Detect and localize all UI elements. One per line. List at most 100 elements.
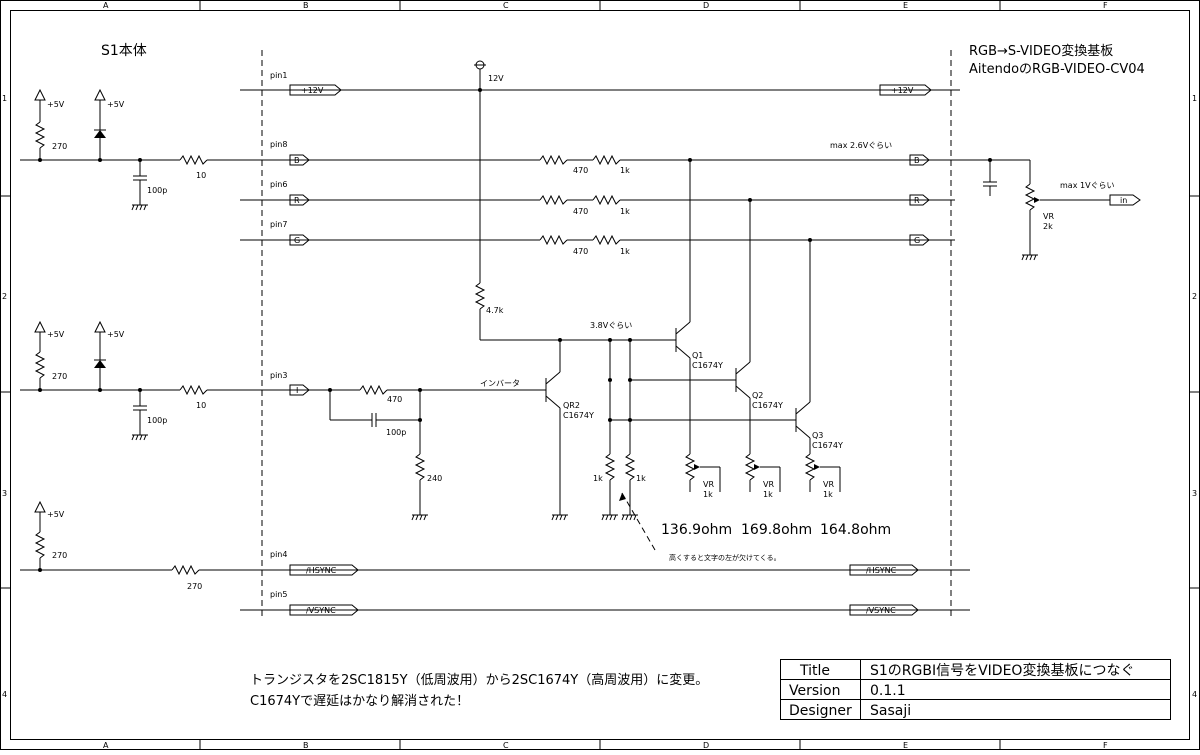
net-flag-12v-right xyxy=(879,84,932,96)
title-value: S1のRGBI信号をVIDEO変換基板につなぐ xyxy=(870,662,1134,679)
power-5v-symbol-5 xyxy=(34,500,46,513)
net-b-right-text: B xyxy=(914,156,920,165)
resistor-1k-b xyxy=(592,154,621,166)
net-hsync-right-text: /HSYNC xyxy=(866,566,897,575)
row-label-left-4: 4 xyxy=(2,690,7,699)
resistor-470-b-value: 470 xyxy=(573,166,588,175)
q3-stage: Q3 C1674Y VR 1k 164.8ohm xyxy=(795,240,891,538)
col-label-bottom-d: D xyxy=(703,741,709,750)
qr2-label: QR2 xyxy=(563,401,580,410)
frame-column-labels: A B C D E F A B C D E F xyxy=(103,1,1108,750)
net-vsync-left-text: /VSYNC xyxy=(306,606,336,615)
vr-q3-label: VR xyxy=(823,480,834,489)
right-board-subtitle: AitendoのRGB-VIDEO-CV04 xyxy=(969,62,1145,77)
net-flag-b-right xyxy=(909,154,930,166)
resistor-470-r-value: 470 xyxy=(573,207,588,216)
variable-resistor-2k xyxy=(1024,183,1036,211)
col-label-top-b: B xyxy=(303,1,309,10)
row-label-left-3: 3 xyxy=(2,489,7,498)
vr-q1-value: 1k xyxy=(703,490,713,499)
q1-ohm-note: 136.9ohm xyxy=(661,522,732,538)
max-vr-note: max 1Vぐらい xyxy=(1060,181,1115,190)
p5v-label-5: +5V xyxy=(47,510,65,519)
pin8-row: 10 pin8 B 470 1k max 2.6Vぐらい B xyxy=(20,140,1030,196)
variable-resistor-q1 xyxy=(684,453,696,481)
vr-2k-value: 2k xyxy=(1043,222,1053,231)
pin6-label: pin6 xyxy=(270,180,287,189)
resistor-1k-bias-2 xyxy=(624,453,636,481)
pin8-label: pin8 xyxy=(270,140,287,149)
power-5v-symbol-4 xyxy=(94,320,106,333)
pin1-label: pin1 xyxy=(270,71,287,80)
pin5-label: pin5 xyxy=(270,590,287,599)
resistor-10-i-value: 10 xyxy=(196,401,206,410)
net-flag-in xyxy=(1109,194,1141,206)
v38-note: 3.8Vぐらい xyxy=(590,321,632,330)
title-block: Title S1のRGBI信号をVIDEO変換基板につなぐ Version 0.… xyxy=(780,659,1171,720)
q3-label: Q3 xyxy=(812,431,823,440)
vr-q2-value: 1k xyxy=(763,490,773,499)
resistor-10-i xyxy=(179,384,208,396)
left-board-title: S1本体 xyxy=(101,43,147,59)
net-flag-12v-left xyxy=(289,84,342,96)
capacitor-100p-i-value: 100p xyxy=(386,428,406,437)
col-label-bottom-e: E xyxy=(903,741,908,750)
q2-part: C1674Y xyxy=(752,401,783,410)
qr2-part: C1674Y xyxy=(563,411,594,420)
resistor-1k-bias-2-value: 1k xyxy=(636,474,646,483)
row-label-right-4: 4 xyxy=(1192,690,1197,699)
resistor-1k-r xyxy=(592,194,621,206)
net-flag-g-left xyxy=(289,234,310,246)
footer-note-2: C1674Yで遅延はかなり解消された！ xyxy=(250,694,469,709)
resistor-240-value: 240 xyxy=(427,474,442,483)
max-b-note: max 2.6Vぐらい xyxy=(830,141,892,150)
resistor-1k-g xyxy=(592,234,621,246)
vr-q2-label: VR xyxy=(763,480,774,489)
net-hsync-left-text: /HSYNC xyxy=(306,566,337,575)
resistor-10-b xyxy=(179,154,208,166)
resistor-270-hsync-value: 270 xyxy=(187,582,202,591)
right-board-title: RGB→S-VIDEO変換基板 xyxy=(969,43,1113,59)
sync-section: +5V 270 270 pin4 /HSYNC /HSYNC pin5 /VSY… xyxy=(20,500,970,616)
net-r-right-text: R xyxy=(914,196,920,205)
title-label: Title xyxy=(799,663,830,679)
net-flag-vsync-right xyxy=(849,604,919,616)
row-label-right-1: 1 xyxy=(1192,94,1197,103)
pin7-label: pin7 xyxy=(270,220,287,229)
net-12v-right-text: +12V xyxy=(891,86,914,95)
pin4-label: pin4 xyxy=(270,550,287,559)
net-b-left-text: B xyxy=(294,156,300,165)
col-label-top-d: D xyxy=(703,1,709,10)
net-flag-g-right xyxy=(909,234,930,246)
q1-stage: Q1 C1674Y VR 1k 136.9ohm xyxy=(661,160,732,538)
variable-resistor-q2 xyxy=(744,453,756,481)
col-label-top-a: A xyxy=(103,1,109,10)
col-label-bottom-b: B xyxy=(303,741,309,750)
version-label: Version xyxy=(789,683,840,699)
capacitor-100p-1-value: 100p xyxy=(147,186,167,195)
row-label-right-3: 3 xyxy=(1192,489,1197,498)
resistor-470-i-value: 470 xyxy=(387,395,402,404)
inverter-note: インバータ xyxy=(480,379,520,388)
designer-value: Sasaji xyxy=(870,703,911,719)
resistor-270-3-value: 270 xyxy=(52,551,67,560)
net-g-right-text: G xyxy=(914,236,920,245)
power-5v-symbol-1 xyxy=(34,88,46,101)
net-r-left-text: R xyxy=(294,196,300,205)
resistor-470-b xyxy=(539,154,568,166)
q2-label: Q2 xyxy=(752,391,763,400)
q1-label: Q1 xyxy=(692,351,703,360)
p5v-label-1: +5V xyxy=(47,100,65,109)
warning-note: 高くすると文字の左が欠けてくる。 xyxy=(669,553,781,562)
resistor-1k-bias-1 xyxy=(604,453,616,481)
q2-stage: Q2 C1674Y VR 1k 169.8ohm xyxy=(735,200,812,538)
col-label-bottom-c: C xyxy=(503,741,509,750)
net-vsync-right-text: /VSYNC xyxy=(866,606,896,615)
resistor-4-7k xyxy=(474,282,486,310)
v12-label: 12V xyxy=(488,74,504,83)
vr-2k-section: in max 1Vぐらい VR 2k xyxy=(1021,160,1141,261)
vr-2k-label: VR xyxy=(1043,212,1054,221)
p5v-label-4: +5V xyxy=(107,330,125,339)
resistor-270-hsync xyxy=(171,564,200,576)
